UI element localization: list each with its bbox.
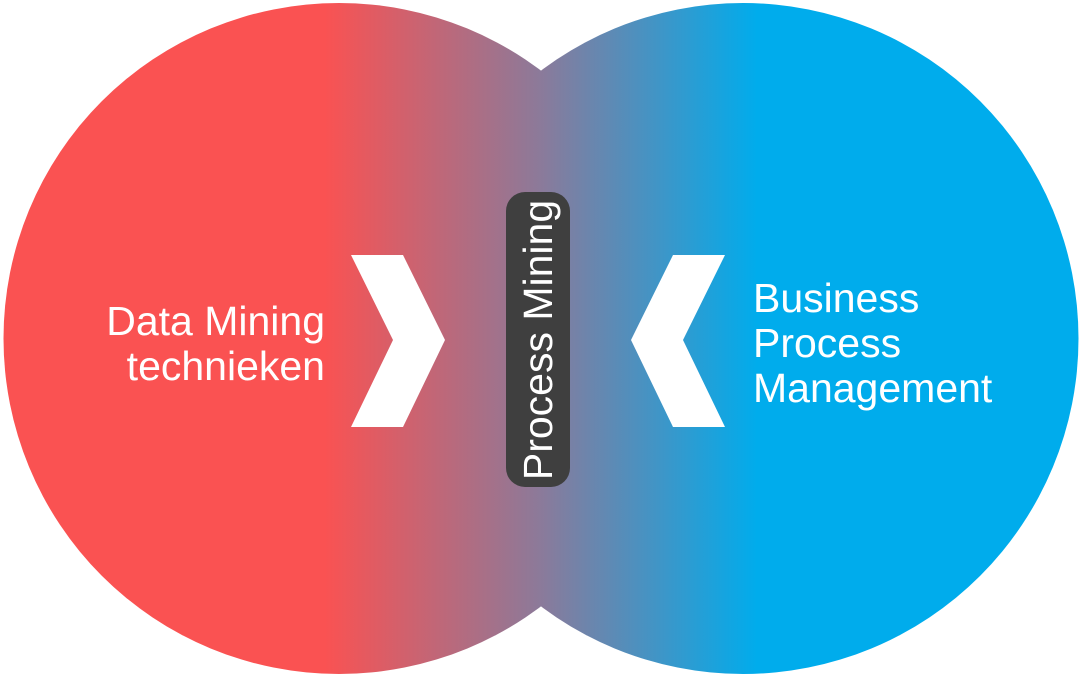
bpm-label-line3: Management: [753, 365, 993, 411]
process-mining-label: Process Mining: [515, 199, 561, 480]
data-mining-label: Data Mining technieken: [40, 299, 325, 389]
data-mining-label-line1: Data Mining: [106, 298, 325, 344]
bpm-label-line2: Process: [753, 320, 902, 366]
data-mining-label-line2: technieken: [126, 343, 325, 389]
bpm-label: Business Process Management: [753, 276, 1053, 411]
bpm-circle: [407, 3, 1079, 674]
chevron-left-icon: [631, 255, 725, 427]
process-mining-pill: Process Mining: [506, 192, 570, 487]
chevron-right-icon: [351, 255, 445, 427]
bpm-label-line1: Business: [753, 275, 920, 321]
